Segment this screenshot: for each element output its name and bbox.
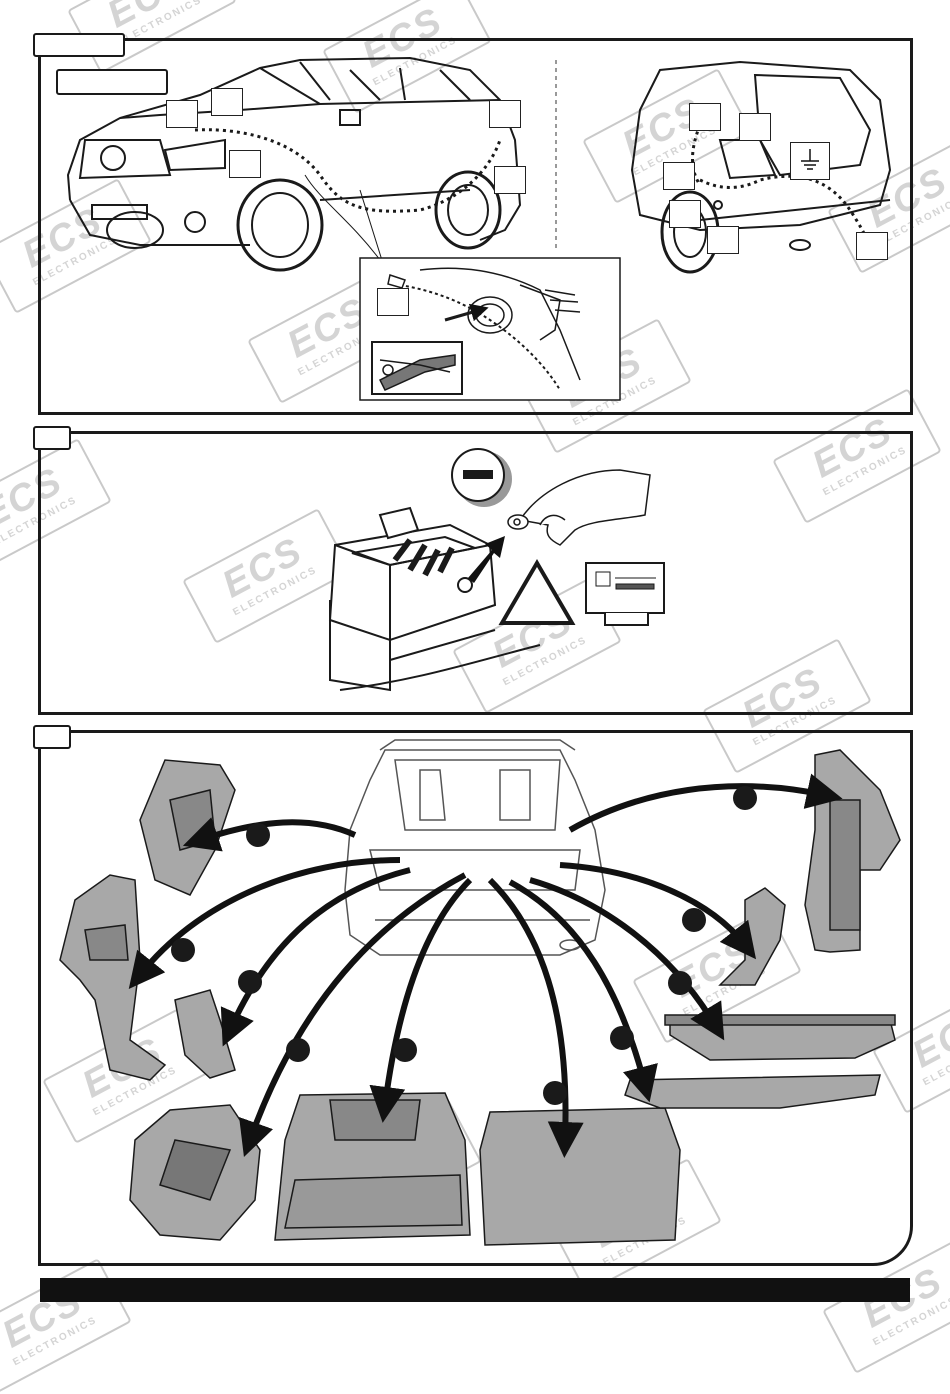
callout-box xyxy=(856,232,888,260)
instruction-diagram xyxy=(56,56,901,1246)
trunk-floor-tray-part xyxy=(274,1092,471,1241)
spare-tire-tray-part xyxy=(129,1104,261,1241)
callout-box xyxy=(377,288,409,316)
step-tab xyxy=(33,725,71,749)
right-trim-cover-part xyxy=(718,887,786,986)
callout-box xyxy=(229,150,261,178)
right-side-panel-part xyxy=(804,749,901,953)
car-front-view xyxy=(56,56,522,291)
crimping-tool-icon xyxy=(371,341,463,395)
callout-box xyxy=(166,100,198,128)
sill-plate-part xyxy=(624,1074,881,1109)
ground-icon xyxy=(790,142,830,180)
minus-icon xyxy=(451,448,512,507)
callout-box xyxy=(494,166,526,194)
cargo-cover-part xyxy=(664,1014,896,1061)
label-box xyxy=(56,69,168,95)
step-tab xyxy=(33,33,125,57)
callout-box xyxy=(669,200,701,228)
step-tab xyxy=(33,426,71,450)
panel-battery-disconnect xyxy=(38,431,913,715)
battery-illustration xyxy=(328,506,541,692)
warning-triangle-icon xyxy=(498,559,576,625)
callout-box xyxy=(211,88,243,116)
hand-with-terminal xyxy=(507,469,651,546)
battery-arrow xyxy=(468,536,505,583)
left-side-panel-part xyxy=(59,874,167,1081)
manual-icon xyxy=(585,562,665,626)
trunk-mat-part xyxy=(479,1107,681,1246)
left-trim-cover-part xyxy=(174,989,236,1079)
panel-wiring-route xyxy=(38,38,913,415)
rear-light-part xyxy=(139,759,236,896)
step-number-markers xyxy=(171,786,757,1105)
panel-trunk-disassembly xyxy=(38,730,913,1266)
callout-box xyxy=(489,100,521,128)
callout-box xyxy=(739,113,771,141)
callout-box xyxy=(689,103,721,131)
callout-box xyxy=(707,226,739,254)
footer-bar xyxy=(40,1278,910,1302)
callout-box xyxy=(663,162,695,190)
